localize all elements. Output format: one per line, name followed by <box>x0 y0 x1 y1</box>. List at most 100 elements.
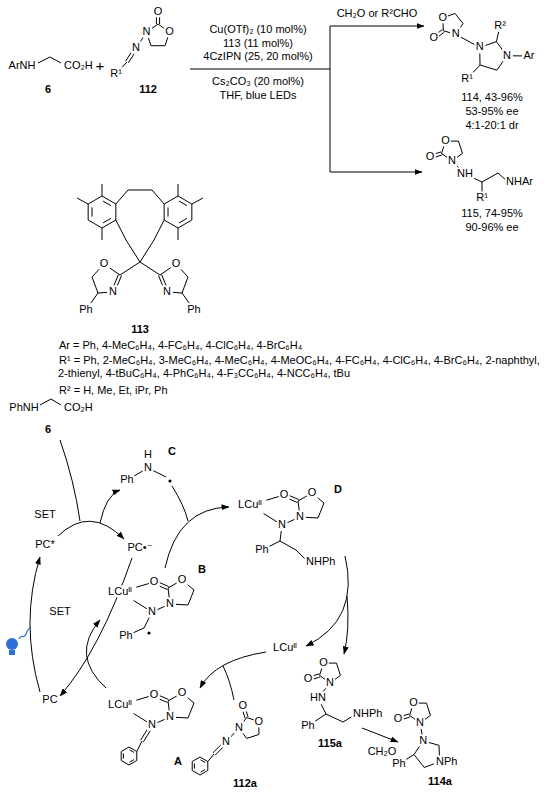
atom-label: NPh <box>435 755 458 768</box>
substituent-note-text: R¹ = Ph, 2-MeC₆H₄, 3-MeC₆H₄, 4-MeC₆H₄, 4… <box>58 354 540 379</box>
atom-label-text: Ph <box>118 629 133 641</box>
atom-label-text: N <box>147 605 157 617</box>
bond-line <box>92 277 98 293</box>
atom-label-text: N <box>143 461 153 473</box>
atom-label: R¹ <box>460 72 474 85</box>
atom-label-text: Ph <box>254 543 269 555</box>
reaction-condition: 113 (11 mol%) <box>222 37 294 50</box>
compound-number: 6 <box>44 423 52 436</box>
ring-bond <box>136 752 137 761</box>
atom-label: Ph <box>78 303 93 316</box>
atom-label-text: O <box>440 135 451 147</box>
ring-bond <box>200 771 208 776</box>
reaction-condition-text: 4CzIPN (25, 20 mol%) <box>202 50 313 62</box>
bond-line <box>414 746 420 755</box>
compound-number: 115a <box>317 737 343 750</box>
ring-bond <box>129 747 137 752</box>
atom-label: N <box>131 41 141 54</box>
species-label: ArNH <box>8 59 37 72</box>
reaction-condition: 4CzIPN (25, 20 mol%) <box>202 50 313 63</box>
yield-label-text: 4:1-20:1 dr <box>464 119 519 131</box>
bond-line <box>77 198 88 204</box>
bond-line <box>51 399 61 405</box>
reaction-condition-text: THF, blue LEDs <box>218 89 297 101</box>
species-label: PC•⁻ <box>127 541 154 554</box>
ring-bond <box>88 196 102 204</box>
atom-label: N <box>447 154 457 167</box>
atom-label: O <box>393 713 404 726</box>
bond-line <box>458 141 462 153</box>
bond-line <box>137 741 142 752</box>
ring-bond <box>102 220 116 228</box>
bond-line <box>182 277 188 293</box>
atom-label-text: O <box>149 575 160 587</box>
atom-label: O <box>438 11 449 24</box>
double-bond <box>161 274 166 285</box>
ring-bond <box>164 220 178 228</box>
bond-line <box>479 53 480 65</box>
species-label-text: PC•⁻ <box>127 541 154 553</box>
ring-bond <box>129 761 137 766</box>
yield-label-text: 90-96% ee <box>464 221 519 233</box>
atom-label-text: LCuᴵᴵ <box>107 698 133 710</box>
atom-label: H <box>143 448 153 461</box>
bond-line <box>50 57 61 63</box>
atom-label-text: N <box>165 710 175 722</box>
aromatic-bond <box>103 218 111 223</box>
bond-line <box>269 541 280 546</box>
structure-drawing <box>6 13 522 775</box>
atom-label-text: Ar <box>523 49 536 61</box>
bond-line <box>410 708 412 716</box>
atom-label-text: O <box>279 488 290 500</box>
substituent-note-text: R² = H, Me, Et, iPr, Ph <box>58 384 169 396</box>
reaction-arrow <box>60 440 80 521</box>
bond-line <box>133 628 144 633</box>
bond-line <box>414 754 424 767</box>
atom-label: R¹ <box>109 67 123 80</box>
aromatic-bond <box>103 201 111 206</box>
compound-number-text: C <box>167 445 177 457</box>
atom-label: N <box>325 676 335 689</box>
species-label: CO₂H <box>63 401 94 414</box>
radical-dot <box>168 479 171 482</box>
atom-label-text: O <box>393 713 404 725</box>
atom-label: O <box>238 700 249 713</box>
atom-label-text: Ph <box>391 757 406 769</box>
atom-label-text: O <box>425 151 436 163</box>
compound-number: B <box>197 563 207 576</box>
aromatic-bond <box>179 218 187 223</box>
atom-label: N <box>451 28 461 41</box>
atom-label: LCuᴵᴵ <box>107 698 133 711</box>
atom-label: Ph <box>391 757 406 770</box>
bond-line <box>173 292 182 294</box>
aromatic-bond <box>130 750 134 753</box>
atom-label-text: N <box>415 716 425 728</box>
atom-label-text: N <box>131 41 141 53</box>
atom-label-text: R¹ <box>460 72 474 84</box>
atom-label-text: O <box>177 686 188 698</box>
compound-number: 112 <box>138 83 158 96</box>
species-label: PhNH <box>8 401 39 414</box>
reaction-condition: Cu(OTf)₂ (10 mol%) <box>208 23 307 36</box>
double-bond <box>213 745 221 753</box>
atom-label: N <box>142 26 152 39</box>
yield-label-text: 115, 74-95% <box>460 207 524 219</box>
bond-line <box>153 471 166 477</box>
ring-bond <box>164 196 178 204</box>
reaction-arrow <box>344 596 348 654</box>
bond-line <box>208 754 214 762</box>
bond-line <box>329 663 337 664</box>
double-bond <box>439 32 445 36</box>
reaction-condition: CH₂O or R²CHO <box>336 7 419 20</box>
atom-label: N <box>143 461 153 474</box>
compound-number-text: 6 <box>44 83 52 95</box>
compound-number-text: D <box>333 483 343 495</box>
atom-label-text: N <box>165 597 175 609</box>
bond-line <box>318 503 324 518</box>
atom-label: N <box>165 597 175 610</box>
reaction-condition-text: CH₂O <box>367 745 398 757</box>
aromatic-bond <box>123 753 124 758</box>
atom-label: O <box>425 151 436 164</box>
atom-label-text: R¹ <box>475 191 489 203</box>
double-bond <box>435 155 442 157</box>
